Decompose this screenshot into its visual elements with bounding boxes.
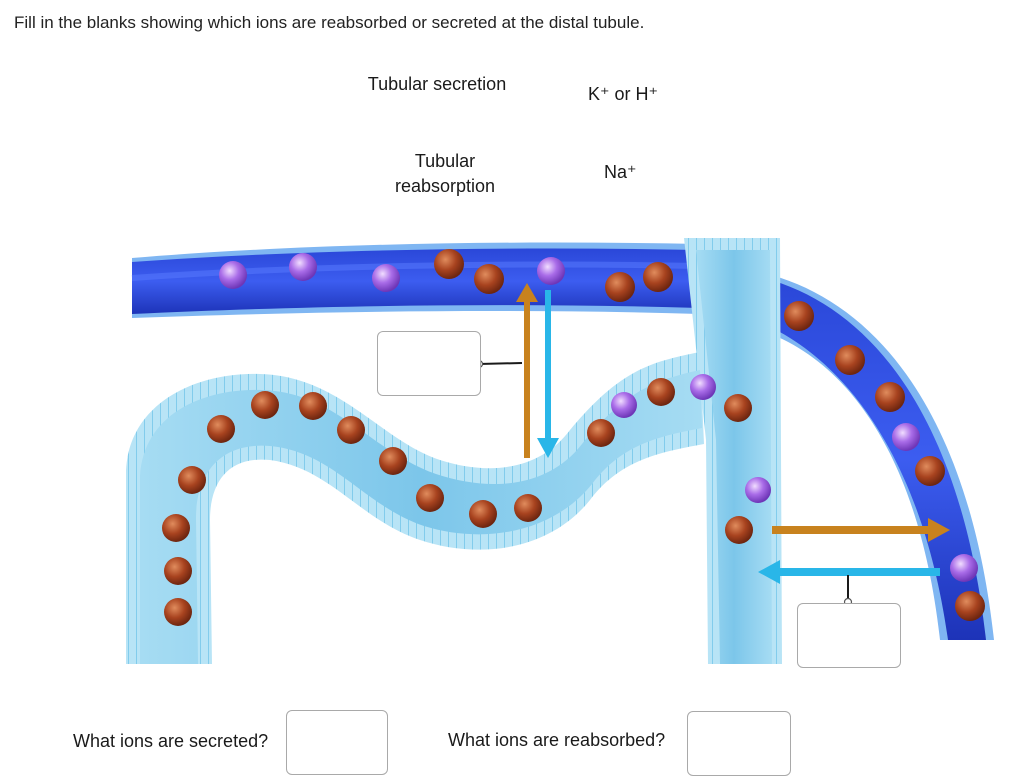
prompt-reabsorbed: What ions are reabsorbed? xyxy=(448,730,666,750)
label-blank-collecting-duct[interactable] xyxy=(797,603,901,668)
legend-reabsorption-ions: Na⁺ xyxy=(604,162,637,182)
distal-tubule xyxy=(126,352,704,664)
reabsorption-arrow-horizontal xyxy=(758,560,940,584)
peritubular-capillary-right xyxy=(760,272,994,640)
answer-blank-reabsorbed[interactable] xyxy=(687,711,791,776)
prompt-secreted: What ions are secreted? xyxy=(73,731,269,751)
question-text: Fill in the blanks showing which ions ar… xyxy=(14,13,645,32)
reabsorption-arrow-vertical xyxy=(537,290,559,458)
collecting-duct xyxy=(684,238,782,664)
ions-in-tubule xyxy=(162,374,771,626)
legend-secretion-label: Tubular secretion xyxy=(367,74,507,94)
ions-in-capillary xyxy=(219,249,985,621)
answer-blank-secreted[interactable] xyxy=(286,710,388,775)
legend-reabsorption-label: Tubular reabsorption xyxy=(394,151,496,196)
label-blank-tubule[interactable] xyxy=(377,331,481,396)
secretion-arrow-horizontal xyxy=(772,518,950,542)
secretion-arrow-vertical xyxy=(516,283,538,458)
legend-secretion-ions: K⁺ or H⁺ xyxy=(588,84,659,104)
